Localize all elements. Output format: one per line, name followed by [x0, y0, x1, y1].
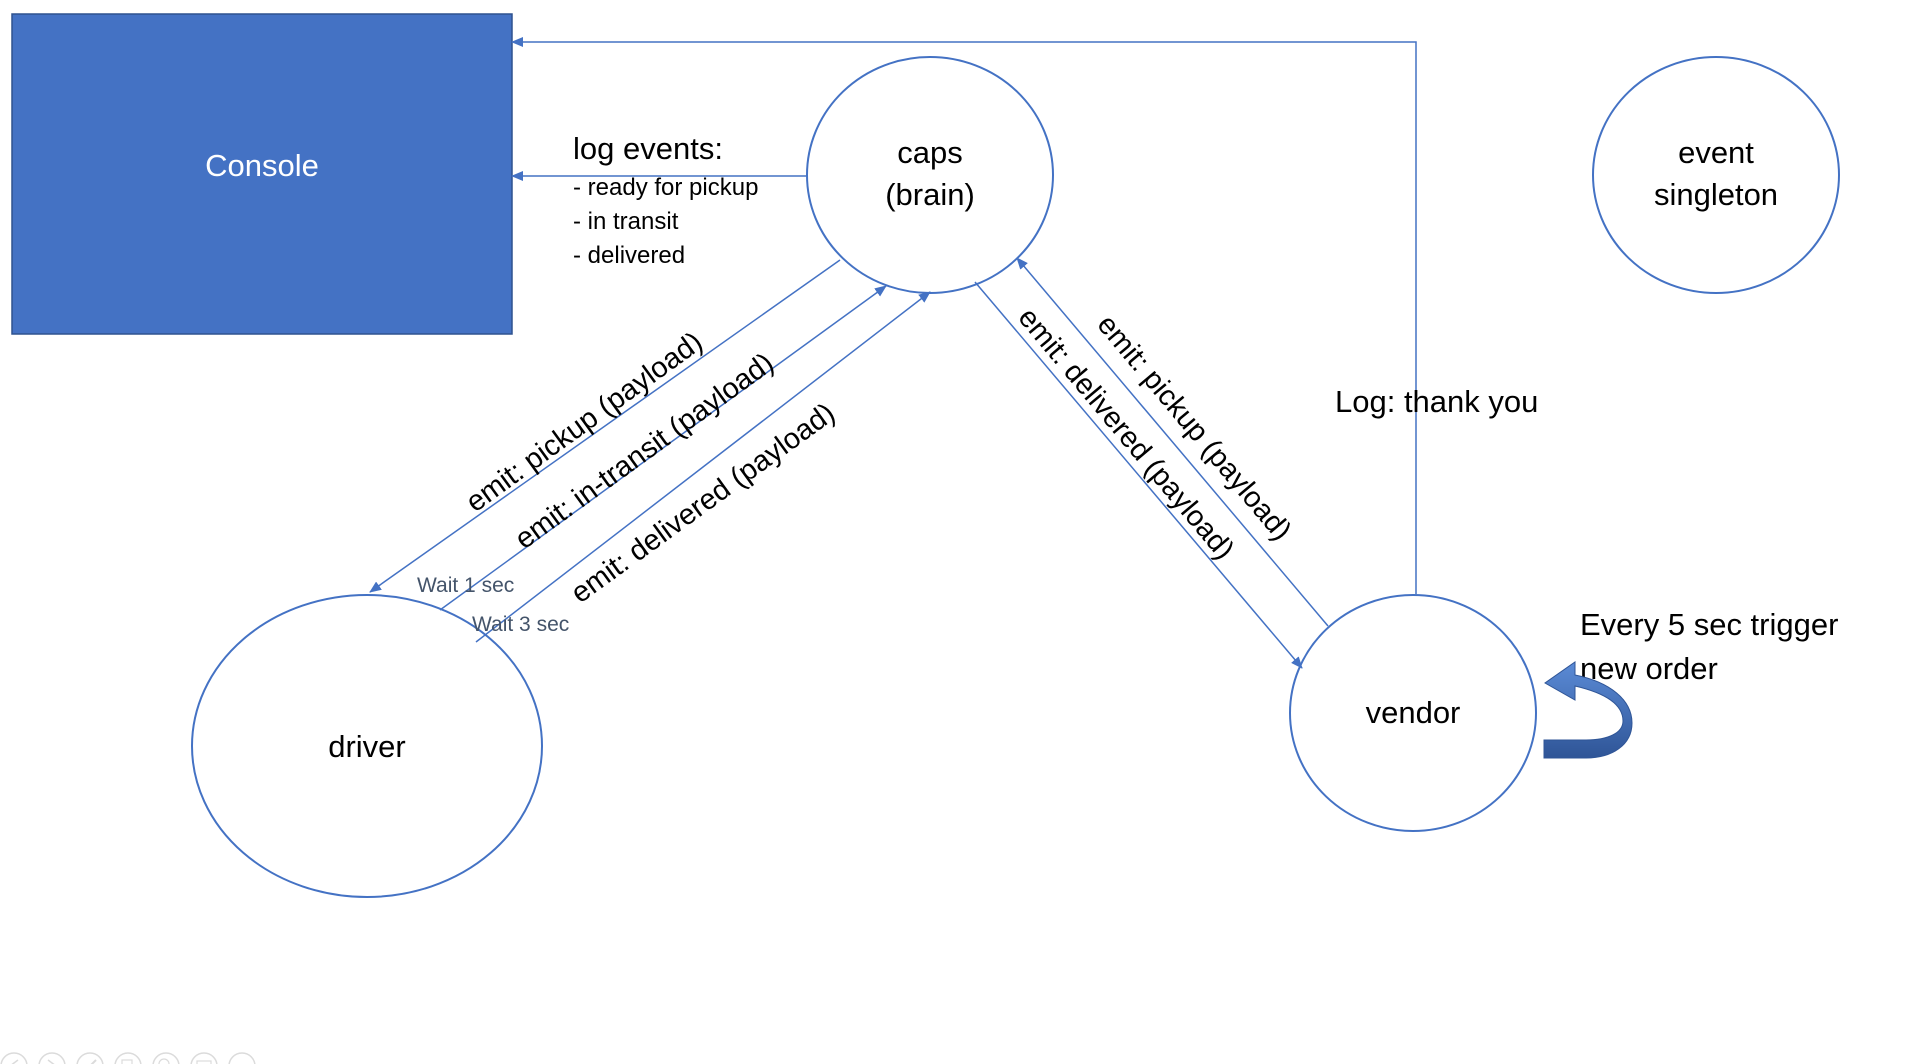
curved-loop-icon — [1543, 661, 1633, 759]
console-label: Console — [205, 148, 319, 183]
caps-node: caps (brain) — [806, 56, 1054, 294]
caps-to-driver-pickup-arrow — [369, 259, 841, 593]
driver-to-caps-delivered-arrow — [475, 291, 931, 643]
driver-to-caps-in-transit-arrow — [439, 285, 887, 611]
event-singleton-label: event — [1678, 135, 1754, 170]
wait-1-label: Wait 1 sec — [417, 574, 514, 597]
log-event-item: - in transit — [573, 208, 679, 235]
more-icon[interactable] — [228, 1052, 256, 1064]
event-singleton-node: event singleton — [1592, 56, 1840, 294]
driver-delivered-label: emit: delivered (payload) — [565, 397, 841, 610]
zoom-icon[interactable] — [152, 1052, 180, 1064]
log-event-item: - ready for pickup — [573, 174, 758, 201]
vendor-to-console-arrow — [511, 37, 1417, 594]
copy-icon[interactable] — [114, 1052, 142, 1064]
pen-icon[interactable] — [76, 1052, 104, 1064]
log-events-block: log events: - ready for pickup - in tran… — [573, 131, 758, 269]
prev-icon[interactable] — [0, 1052, 28, 1064]
subtitle-icon[interactable] — [190, 1052, 218, 1064]
presentation-toolbar — [0, 1052, 256, 1064]
wait-3-label: Wait 3 sec — [472, 613, 569, 636]
caps-label: caps — [897, 135, 962, 170]
vendor-to-caps-pickup-arrow — [1016, 257, 1329, 627]
log-event-item: - delivered — [573, 242, 685, 269]
vendor-log-label: Log: thank you — [1335, 384, 1538, 419]
vendor-trigger-sublabel: new order — [1580, 651, 1718, 686]
vendor-label: vendor — [1366, 695, 1461, 730]
event-singleton-sublabel: singleton — [1654, 177, 1778, 212]
caps-sublabel: (brain) — [885, 177, 975, 212]
vendor-node: vendor — [1289, 594, 1537, 832]
next-icon[interactable] — [38, 1052, 66, 1064]
log-events-title: log events: — [573, 131, 723, 166]
vendor-trigger-label: Every 5 sec trigger — [1580, 607, 1838, 642]
driver-node: driver — [191, 594, 543, 898]
driver-label: driver — [328, 729, 406, 764]
caps-to-vendor-delivered-arrow — [974, 281, 1303, 669]
console-node: Console — [11, 13, 513, 335]
